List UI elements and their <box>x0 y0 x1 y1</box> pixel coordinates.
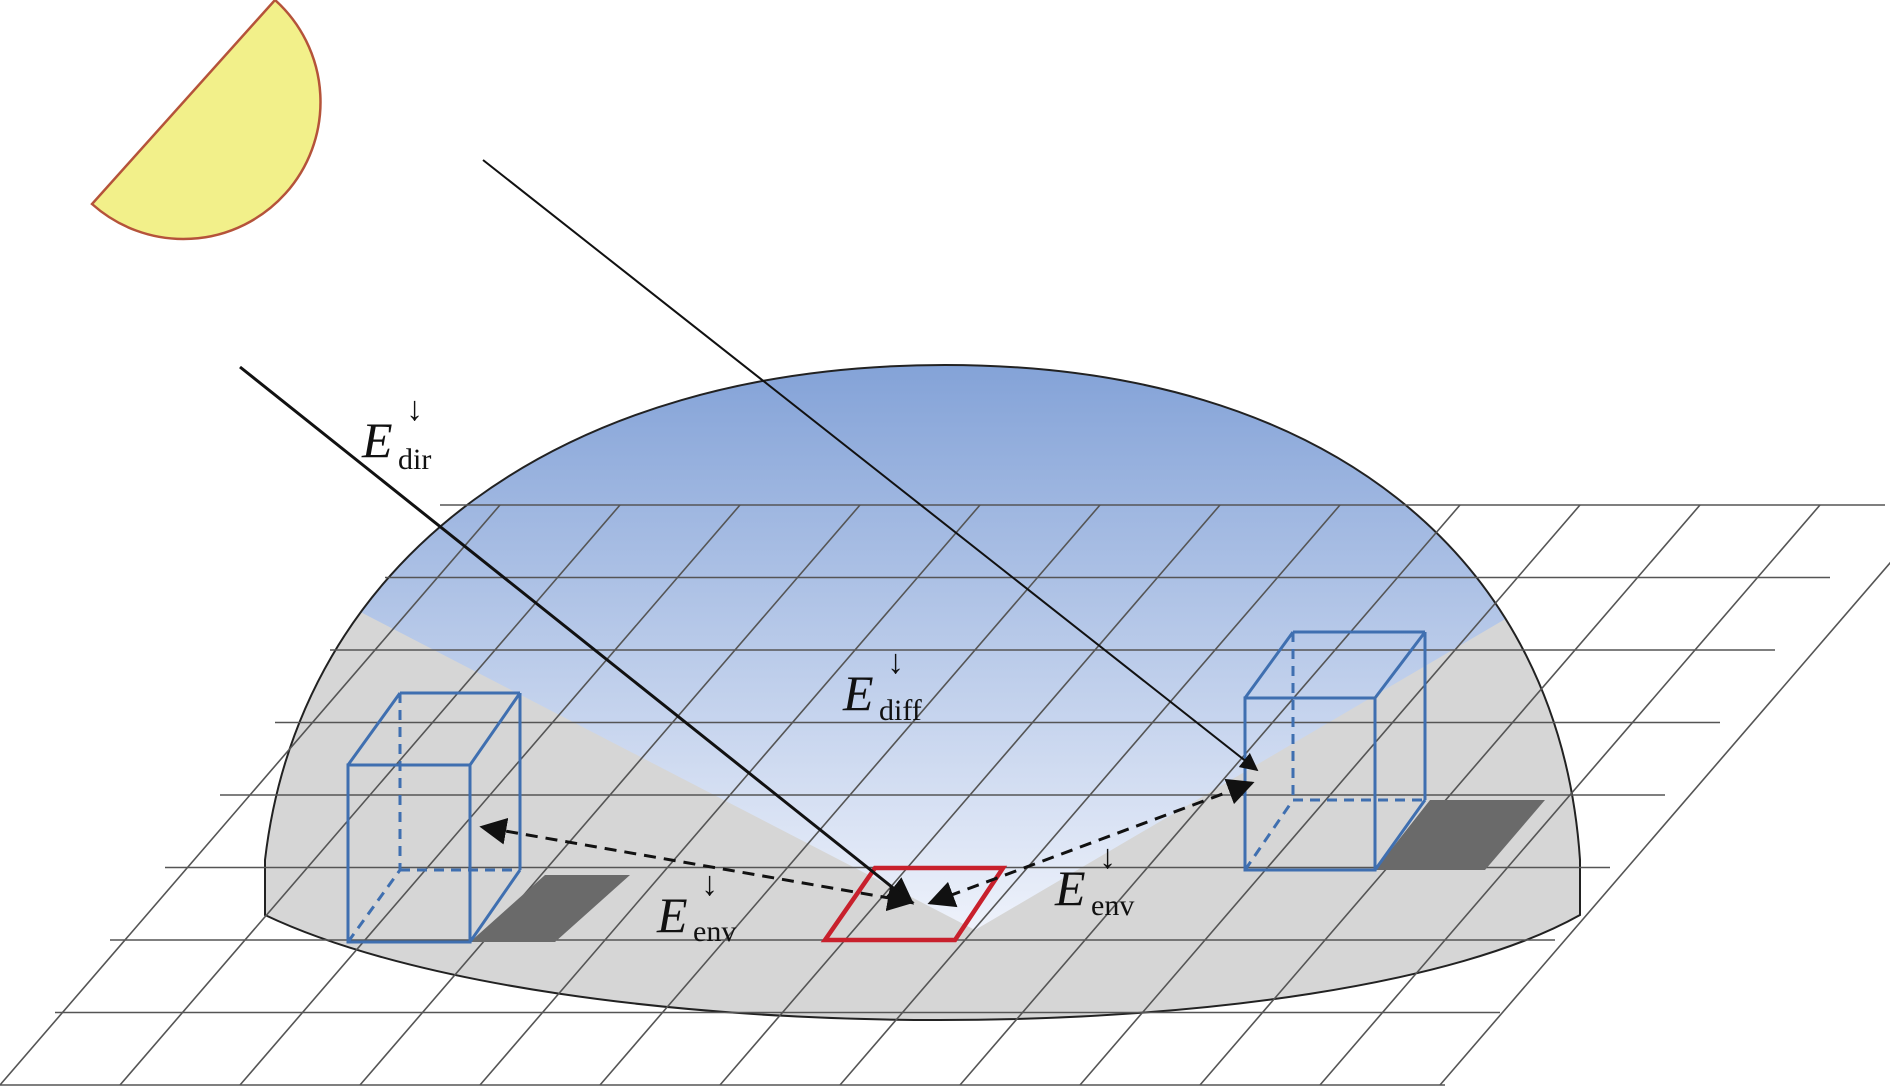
env-ray-left <box>479 817 915 912</box>
label-env-right-sup: ↓ <box>1099 839 1116 876</box>
direct-ray-to-building <box>482 159 1259 772</box>
direct-ray-to-pixel <box>239 365 915 905</box>
building-left <box>346 691 522 944</box>
grid-column-line <box>1319 504 1821 1086</box>
grid-column-line <box>0 504 501 1086</box>
label-env-left: E ↓ env <box>656 866 736 948</box>
building-shadow-right <box>1375 800 1545 870</box>
grid-column-line <box>599 504 1101 1086</box>
label-env-right-main: E <box>1054 860 1086 916</box>
label-diffuse-sub: diff <box>879 694 922 727</box>
label-direct-sub: dir <box>398 443 431 476</box>
grid-column-line <box>119 504 621 1086</box>
dome-outline <box>264 363 1581 1021</box>
sun-icon <box>90 0 322 241</box>
label-diffuse-sup: ↓ <box>887 644 904 681</box>
label-diffuse: E ↓ diff <box>842 644 922 727</box>
grid-column-line <box>239 504 741 1086</box>
grid-column-line <box>1079 504 1581 1086</box>
label-env-right: E ↓ env <box>1054 839 1134 922</box>
environment-rays <box>479 778 1255 912</box>
label-env-left-sub: env <box>693 915 736 948</box>
direct-rays <box>239 159 1259 905</box>
label-env-left-sup: ↓ <box>701 866 718 903</box>
building-right <box>1243 630 1427 872</box>
label-diffuse-main: E <box>842 665 874 721</box>
label-env-left-main: E <box>656 887 688 943</box>
label-env-right-sub: env <box>1091 889 1134 922</box>
grid-column-line <box>1199 504 1701 1086</box>
grid-column-line <box>479 504 981 1086</box>
label-direct: E ↓ dir <box>361 391 431 476</box>
label-direct-main: E <box>361 412 393 468</box>
grid-column-line <box>1439 561 1890 1086</box>
env-ray-right <box>927 778 1255 908</box>
grid-column-line <box>359 504 861 1086</box>
sky-gradient <box>265 365 1580 930</box>
label-direct-sup: ↓ <box>406 391 423 428</box>
